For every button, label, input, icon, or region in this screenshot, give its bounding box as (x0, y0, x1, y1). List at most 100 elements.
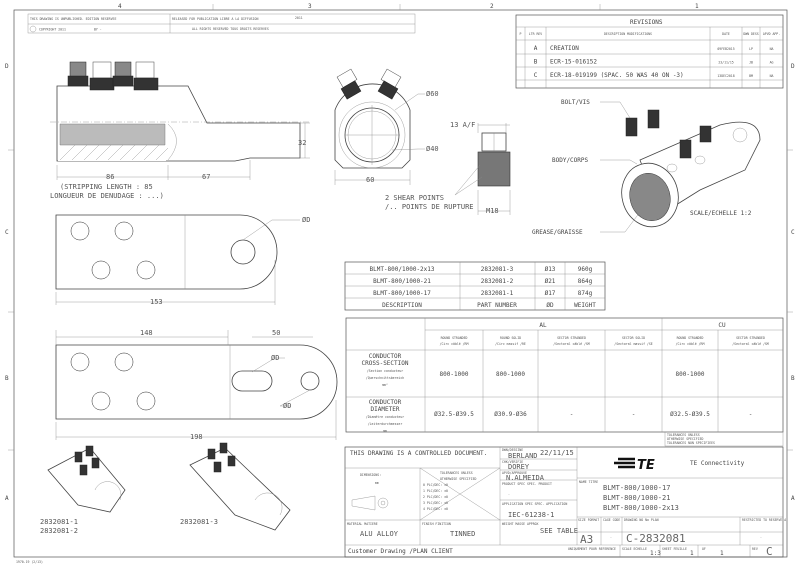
revision-cell: NA (770, 74, 774, 78)
dim-198: 198 (190, 433, 203, 441)
side-view: 86 67 32 (STRIPPING LENGTH : 85 LONGUEUR… (50, 61, 310, 200)
dim-diameter-40: Ø40 (426, 145, 439, 153)
of-value: 1 (720, 550, 724, 557)
tolerance-line: TOLERANCES UNLESS (667, 433, 700, 437)
column-subheader: /Circ câblé /RM (440, 342, 469, 346)
restricted-label: RESTRICTED TO RESERVE A (742, 518, 786, 522)
dim-67: 67 (202, 173, 210, 181)
column-header: ROUND STRANDED (441, 336, 468, 340)
revision-cell: ECR-15-016152 (550, 59, 597, 66)
tolerance-line: 3 PLC/DEC: ±0 (423, 501, 448, 505)
parts-table-cell: 2832081-1 (481, 290, 514, 297)
parts-table-header: WEIGHT (574, 302, 596, 309)
parts-table-cell: 864g (578, 278, 593, 285)
row-label: /Leiterdurchmesser (368, 422, 403, 426)
revision-cell: CREATION (550, 45, 579, 52)
rev-label: REV (752, 547, 758, 551)
sheet-value: 1 (690, 550, 694, 557)
parts-table-header: DESCRIPTION (382, 302, 422, 309)
part-label-2832081-1: 2832081-1 (40, 518, 78, 526)
column-header: ROUND STRANDED (677, 336, 704, 340)
body-label: BODY/CORPS (552, 157, 589, 164)
revision-cell: JB (749, 61, 753, 65)
bolt-label: BOLT/VIS (561, 99, 590, 106)
weight-value: SEE TABLE (540, 527, 578, 535)
revision-cell: 09FEB2015 (717, 47, 734, 51)
revision-cell: 13DEC2018 (717, 74, 734, 78)
conductor-value: Ø32.5-Ø39.5 (434, 411, 474, 418)
revision-cell: B (534, 59, 538, 66)
chk-value: DOREY (508, 463, 530, 471)
application-spec-label: APPLICATION SPEC SPEC. APPLICATION (502, 502, 567, 506)
tolerance-line: 0 PLC/DEC: ±0 (423, 483, 448, 487)
revision-header: DWN DESS (743, 32, 758, 36)
material-value: ALU ALLOY (360, 530, 399, 538)
scale-value: 1:3 (650, 550, 661, 557)
shear-points-note: 2 SHEAR POINTS (385, 194, 444, 202)
conductor-value: - (749, 411, 753, 418)
dim-86: 86 (106, 173, 114, 181)
row-label: /Section conducteur (367, 369, 404, 373)
group-cu: CU (718, 322, 726, 329)
dim-m18: M18 (486, 207, 499, 215)
title-name-3: BLMT-800/1000-2x13 (603, 504, 679, 512)
column-subheader: /Sectoral massif /SE (614, 342, 652, 346)
released-note: RELEASED FOR PUBLICATION LIBRE A LA DIFF… (172, 17, 258, 21)
revision-cell: A (534, 45, 538, 52)
revision-header: P (520, 32, 522, 36)
tolerance-line: 1 PLC/DEC: ±0 (423, 489, 448, 493)
apvd-label: APVD/APPROUVE (502, 471, 527, 475)
conductor-value: - (632, 411, 636, 418)
dimensions-value: mm (375, 481, 379, 485)
parts-table-cell: 874g (578, 290, 593, 297)
column-header: ROUND SOLID (500, 336, 521, 340)
revision-cell: ECR-18-019199 (SPAC. 50 WAS 40 ON -3) (550, 72, 684, 79)
of-label: OF (702, 547, 706, 551)
column-subheader: /Sectoral câblé /SM (553, 342, 590, 346)
stripping-note: (STRIPPING LENGTH : 85 (60, 183, 153, 191)
small-iso-views: 2832081-1 2832081-2 2832081-3 (40, 442, 291, 535)
revisions-title: REVISIONS (630, 19, 663, 26)
group-al: AL (539, 322, 547, 329)
revision-cell: C (534, 72, 538, 79)
thread-hatch (59, 123, 169, 161)
released-year: 2011 (295, 16, 303, 20)
restricted-value: - (760, 535, 762, 539)
reference-label: UNIQUEMENT POUR REFERENCE (568, 547, 616, 551)
rights-reserved: ALL RIGHTS RESERVED TOUS DROITS RESERVES (192, 27, 269, 31)
drawing-number: C-2832081 (626, 532, 686, 545)
zone-c: C (5, 229, 9, 236)
zone-a-right: A (791, 495, 795, 502)
row-label: DIAMETER (371, 406, 400, 413)
drawing-no-label: DRAWING NO No PLAN (624, 518, 659, 522)
parts-table-cell: BLMT-800/1000-21 (373, 278, 431, 285)
parts-table-cell: BLMT-800/1000-17 (373, 290, 431, 297)
parts-table-cell: 2832081-2 (481, 278, 514, 285)
dim-diameter-60: Ø60 (426, 90, 439, 98)
bolt-view: 13 A/F M18 2 SHEAR POINTS /.. POINTS DE … (385, 121, 511, 215)
end-view: Ø60 Ø40 60 (334, 68, 439, 185)
weight-label: WEIGHT MASSE APPROX (502, 522, 539, 526)
controlled-document: THIS DRAWING IS A CONTROLLED DOCUMENT. (350, 450, 487, 457)
row-label: CONDUCTOR (369, 353, 402, 360)
zone-a: A (5, 495, 9, 502)
dim-148: 148 (140, 329, 153, 337)
parts-table-cell: 960g (578, 266, 593, 273)
dim-d-slot: ØD (271, 354, 279, 362)
scale-label: SCALE/ECHELLE 1:2 (690, 210, 752, 217)
dim-60: 60 (366, 176, 374, 184)
revision-cell: NA (770, 47, 774, 51)
row-label: mm (383, 429, 387, 433)
tolerance-line: TOLERANCES UNLESS (440, 471, 473, 475)
te-logo: TE (614, 457, 655, 473)
dwn-date: 22/11/15 (540, 449, 574, 457)
zone-2: 2 (490, 3, 494, 10)
conductor-value: 800-1000 (496, 371, 525, 378)
part-label-2832081-2: 2832081-2 (40, 527, 78, 535)
material-label: MATERIAL MATIERE (347, 522, 378, 526)
parts-table-cell: BLMT-800/1000-2x13 (369, 266, 434, 273)
parts-table-cell: Ø13 (545, 266, 556, 273)
tolerance-line: 4 PLC/DEC: ±0 (423, 507, 448, 511)
dwn-label: DWN/DESSINE (502, 448, 523, 452)
